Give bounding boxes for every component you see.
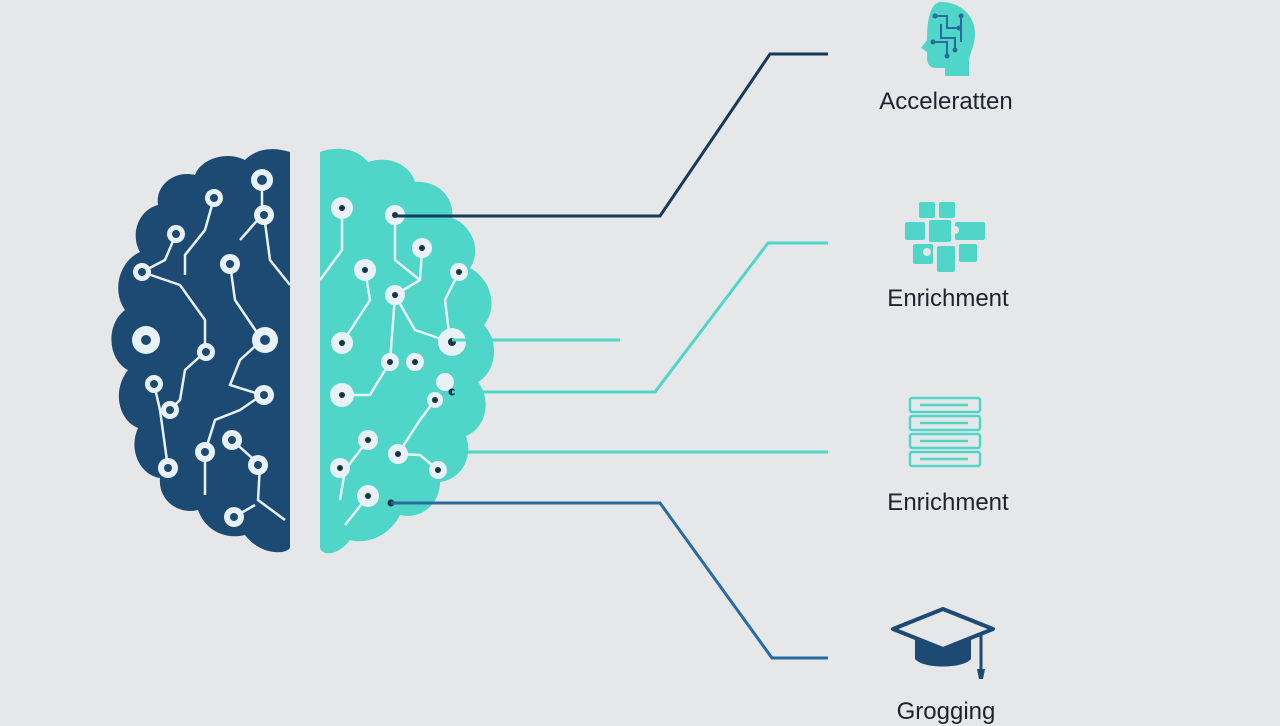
graduation-cap-icon (891, 607, 995, 679)
connector-line-top (395, 52, 828, 218)
brain-head-icon (921, 2, 975, 76)
connector-line-second (452, 241, 828, 394)
label-enrichment-1: Enrichment (887, 285, 1009, 312)
brain-right-hemisphere (320, 148, 495, 554)
connector-lines (391, 52, 828, 660)
label-grogging: Grogging (896, 698, 996, 725)
stacked-books-icon (908, 396, 982, 468)
brain-circuit-nodes (132, 169, 468, 527)
puzzle-icon (905, 202, 985, 272)
label-acceleration: Acceleratten (879, 88, 1013, 115)
label-enrichment-2: Enrichment (887, 489, 1009, 516)
connector-line-bottom (391, 501, 828, 660)
